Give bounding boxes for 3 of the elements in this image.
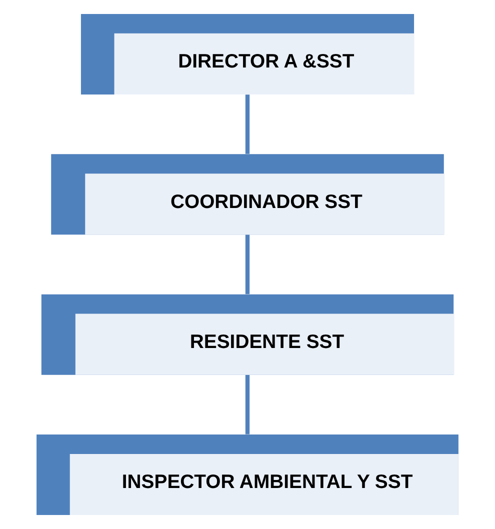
connector xyxy=(245,234,250,294)
connector xyxy=(245,374,250,434)
connector xyxy=(245,94,250,154)
